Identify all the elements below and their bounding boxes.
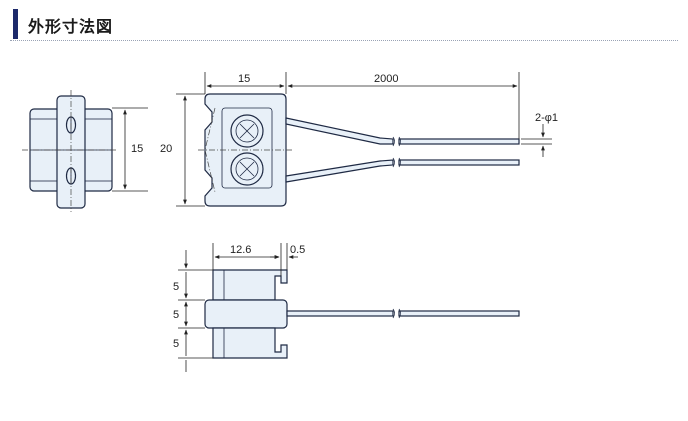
wire-lower-end [398,159,520,166]
top-cable-end [398,310,520,317]
top-lower-block [212,327,288,359]
wire-lower [285,159,394,183]
page-title: 外形寸法図 [28,19,114,36]
dim-seg-top: 5 [173,281,179,293]
dim-bottom-width: 12.6 [230,244,251,256]
front-view: 15 2000 20 2-φ1 [160,72,558,207]
dim-body-width: 15 [238,73,250,85]
dim-seg-bot: 5 [173,338,179,350]
top-middle-bar [204,299,288,329]
section-header: 外形寸法図 [10,6,678,41]
wire-upper [285,117,394,145]
side-view: 15 [22,90,148,212]
dim-gap: 0.5 [290,244,305,256]
header-accent-bar [13,9,18,39]
dim-seg-mid: 5 [173,309,179,321]
dim-cable-dia: 2-φ1 [535,112,558,124]
dim-front-height: 20 [160,143,172,155]
dim-side-height: 15 [131,143,143,155]
top-cable [286,310,394,317]
dim-cable-length: 2000 [374,73,398,85]
wire-upper-end [398,138,520,145]
top-view: 12.6 0.5 5 5 5 [173,243,520,372]
